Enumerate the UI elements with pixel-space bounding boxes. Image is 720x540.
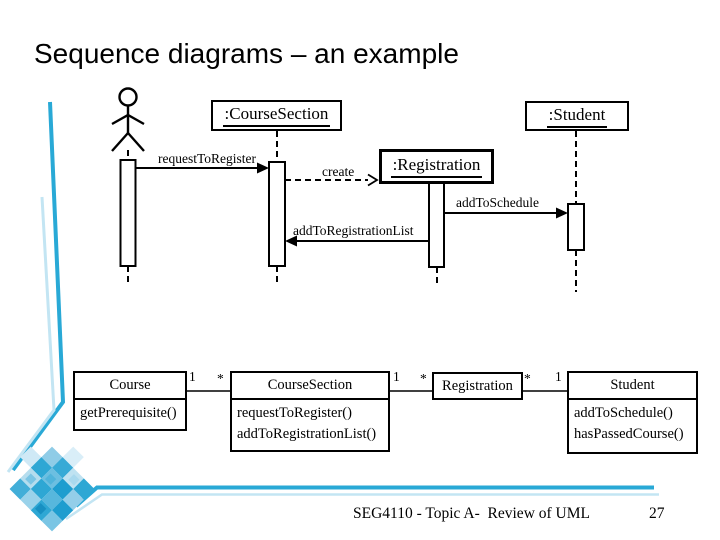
message-label-requesttoregister: requestToRegister [158, 151, 257, 166]
message-label-create: create [322, 164, 355, 179]
page-number: 27 [649, 505, 665, 522]
activation-bars [119, 159, 585, 268]
footer-rule-light [65, 493, 659, 521]
message-arrows [136, 162, 568, 247]
class-name: CourseSection [232, 373, 388, 400]
class-method: hasPassedCourse() [574, 426, 684, 442]
object-label: :Registration [390, 155, 483, 178]
multiplicity-label: 1 [189, 369, 196, 384]
actor-icon [111, 87, 145, 152]
class-name: Student [569, 373, 696, 400]
footer-text: SEG4110 - Topic A- Review of UML [353, 505, 590, 522]
multiplicity-label: * [217, 371, 224, 386]
object-box-student: :Student [525, 101, 629, 131]
message-label-addtoschedule: addToSchedule [456, 195, 540, 210]
class-name: Course [75, 373, 185, 400]
class-box-student: Student addToSchedule() hasPassedCourse(… [567, 371, 698, 454]
multiplicity-label: * [524, 371, 531, 386]
class-method: getPrerequisite() [80, 405, 177, 421]
class-name: Registration [442, 377, 513, 394]
message-label-addtoregistrationlist: addToRegistrationList [293, 223, 414, 238]
class-method: addToSchedule() [574, 405, 673, 421]
class-method: requestToRegister() [237, 405, 352, 421]
left-border-line-teal [11, 101, 66, 472]
class-box-course: Course getPrerequisite() [73, 371, 187, 431]
object-label: :CourseSection [222, 104, 331, 127]
lifelines [127, 131, 577, 292]
left-border-line-light [6, 196, 56, 473]
multiplicity-label: 1 [555, 369, 562, 384]
class-method: addToRegistrationList() [237, 426, 377, 442]
object-label: :Student [546, 105, 608, 128]
multiplicity-label: * [420, 371, 427, 386]
class-box-registration: Registration [432, 372, 523, 400]
multiplicity-label: 1 [393, 369, 400, 384]
class-box-coursesection: CourseSection requestToRegister() addToR… [230, 371, 390, 452]
page-title: Sequence diagrams – an example [34, 38, 459, 69]
object-box-registration: :Registration [379, 149, 494, 184]
object-box-coursesection: :CourseSection [211, 100, 342, 131]
